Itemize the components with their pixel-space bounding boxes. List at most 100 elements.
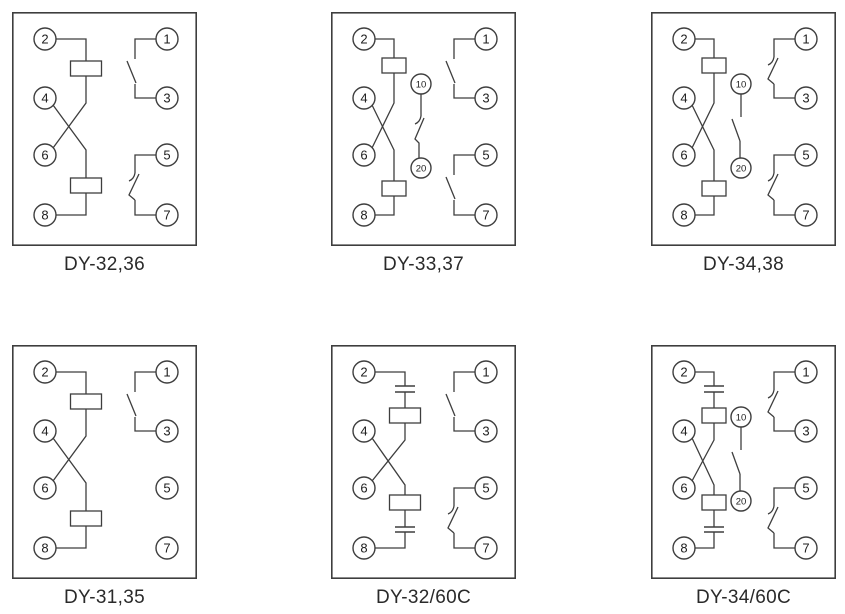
terminal-7: 7: [474, 536, 498, 560]
svg-text:1: 1: [802, 365, 809, 380]
svg-text:4: 4: [360, 91, 367, 106]
svg-text:5: 5: [802, 148, 809, 163]
svg-text:1: 1: [163, 365, 170, 380]
svg-text:8: 8: [41, 541, 48, 556]
terminal-6: 6: [33, 143, 57, 167]
contact-hook: [767, 56, 775, 66]
terminal-6: 6: [352, 143, 376, 167]
coil-circuit: [52, 371, 103, 549]
svg-text:4: 4: [680, 424, 687, 439]
svg-text:6: 6: [680, 481, 687, 496]
terminal-4: 4: [672, 419, 696, 443]
capacitor-bottom: [704, 526, 724, 533]
terminal-7: 7: [155, 536, 179, 560]
terminal-5: 5: [794, 143, 818, 167]
capacitor-top: [704, 385, 724, 393]
terminal-4: 4: [33, 86, 57, 110]
terminal-2: 2: [33, 27, 57, 51]
svg-text:1: 1: [163, 32, 170, 47]
diagram-label: DY-34/60C: [696, 587, 791, 608]
diagram-border: [12, 345, 197, 579]
contact-1-3: [767, 371, 795, 432]
terminal-2: 2: [352, 27, 376, 51]
cross-wire-a: [371, 423, 406, 482]
contact-hook: [767, 389, 775, 399]
svg-text:10: 10: [736, 412, 747, 423]
terminal-3: 3: [155, 419, 179, 443]
cross-wire-a: [371, 73, 395, 149]
terminal-4: 4: [352, 86, 376, 110]
terminal-4: 4: [352, 419, 376, 443]
cross-wire-a: [691, 73, 715, 149]
terminal-8: 8: [33, 536, 57, 560]
capacitor-bottom: [395, 526, 415, 533]
diagram-label: DY-33,37: [383, 254, 464, 275]
contact-blade: [445, 176, 456, 200]
terminal-2: 2: [672, 27, 696, 51]
terminal-20: 20: [410, 157, 432, 179]
coil-circuit: [371, 38, 407, 216]
diagram-border: [331, 12, 516, 246]
coil-upper: [701, 57, 727, 74]
diagram-border: [12, 12, 197, 246]
svg-text:5: 5: [802, 481, 809, 496]
contact-blade: [731, 451, 741, 475]
svg-text:7: 7: [802, 541, 809, 556]
terminal-6: 6: [672, 476, 696, 500]
svg-text:6: 6: [41, 481, 48, 496]
contact-blade: [447, 506, 459, 534]
svg-text:1: 1: [802, 32, 809, 47]
svg-text:5: 5: [163, 148, 170, 163]
svg-text:8: 8: [680, 208, 687, 223]
diagram-label: DY-31,35: [64, 587, 145, 608]
contact-blade: [128, 173, 140, 201]
contact-blade: [445, 60, 456, 84]
svg-text:5: 5: [482, 481, 489, 496]
coil-circuit: [691, 38, 727, 216]
terminal-1: 1: [155, 27, 179, 51]
cross-wire-a: [52, 409, 87, 482]
cross-wire-b: [52, 437, 87, 511]
cross-wire-a: [52, 76, 87, 149]
svg-text:4: 4: [41, 424, 48, 439]
terminal-1: 1: [794, 27, 818, 51]
terminal-10: 10: [730, 73, 752, 95]
svg-text:1: 1: [482, 32, 489, 47]
terminal-8: 8: [672, 536, 696, 560]
contact-blade: [126, 60, 137, 84]
terminal-20: 20: [730, 490, 752, 512]
terminal-5: 5: [155, 143, 179, 167]
capacitor-top: [395, 385, 415, 393]
svg-text:2: 2: [41, 32, 48, 47]
svg-text:4: 4: [41, 91, 48, 106]
svg-text:8: 8: [360, 541, 367, 556]
terminal-20: 20: [730, 157, 752, 179]
cross-wire-b: [371, 104, 395, 181]
coil-lower: [701, 180, 727, 197]
coil-circuit: [371, 371, 422, 549]
svg-text:3: 3: [482, 424, 489, 439]
terminal-7: 7: [474, 203, 498, 227]
terminal-7: 7: [155, 203, 179, 227]
svg-text:10: 10: [416, 79, 427, 90]
terminal-2: 2: [352, 360, 376, 384]
svg-text:2: 2: [41, 365, 48, 380]
svg-text:8: 8: [680, 541, 687, 556]
terminal-8: 8: [672, 203, 696, 227]
contact-blade: [767, 390, 779, 418]
contact-5-7: [445, 154, 475, 216]
terminal-1: 1: [794, 360, 818, 384]
svg-text:6: 6: [360, 148, 367, 163]
coil-upper: [388, 407, 422, 424]
svg-text:3: 3: [163, 91, 170, 106]
contact-10-20: [731, 94, 742, 158]
terminal-2: 2: [672, 360, 696, 384]
svg-text:2: 2: [360, 365, 367, 380]
svg-text:5: 5: [482, 148, 489, 163]
